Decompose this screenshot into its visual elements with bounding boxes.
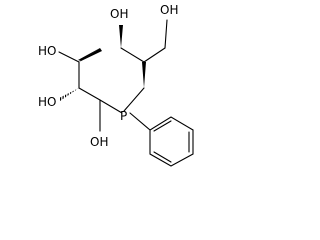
bond-ch2-oh <box>164 19 168 49</box>
bond-c6-ch2 <box>143 47 166 63</box>
wedge-bond-ring-c6 <box>142 62 146 88</box>
hydroxyl-label-bottom: OH <box>90 135 108 149</box>
wedge-bond-c2-oh <box>78 48 100 61</box>
hydroxymethyl-label: OH <box>160 3 178 17</box>
chemical-structure-diagram: OH OH HO HO OH P <box>38 3 194 167</box>
phenyl-double-bond-1 <box>153 120 172 132</box>
ring-bond-c1-c2 <box>120 47 145 63</box>
wedge-bond-c3-c2 <box>79 48 102 62</box>
bond-c4-c5 <box>99 99 123 114</box>
hashed-bond-c4-oh <box>59 88 79 101</box>
phenyl-ring <box>149 116 194 167</box>
ring-bond-c3-c4 <box>78 87 101 101</box>
bond-p-ph <box>129 112 151 131</box>
phenyl-double-bond-3 <box>153 151 172 163</box>
bond-c3-ho <box>58 51 80 63</box>
hydroxyl-label-top: OH <box>110 7 128 21</box>
hydroxyl-label-left: HO <box>38 44 56 58</box>
wedge-bond-c1-oh <box>119 25 123 48</box>
bond-c6-p <box>123 87 145 112</box>
phosphorus-label: P <box>120 109 127 123</box>
hydroxyl-label-lower-left: HO <box>38 95 56 109</box>
